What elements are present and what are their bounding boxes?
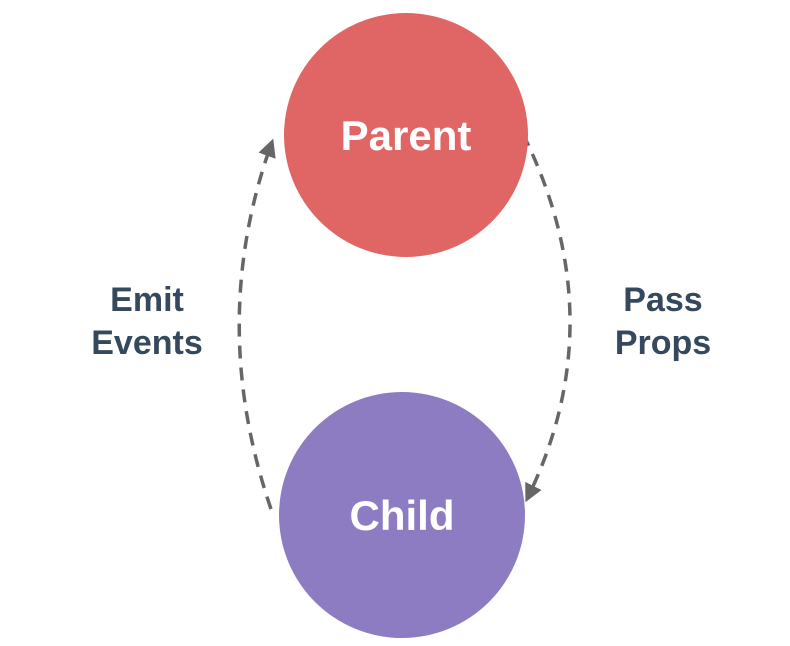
pass-props-arrow [521, 133, 572, 503]
emit-events-label: Emit Events [91, 281, 203, 362]
child-node-label: Child [350, 492, 455, 539]
emit-events-arrow [237, 138, 276, 510]
pass-props-label-line2: Props [615, 324, 711, 362]
pass-props-label: Pass Props [615, 281, 711, 362]
child-node-circle [279, 392, 525, 638]
pass-props-label-line1: Pass [623, 281, 702, 319]
parent-node-label: Parent [341, 112, 472, 159]
emit-events-label-line1: Emit [110, 281, 184, 319]
emit-events-label-line2: Events [91, 324, 203, 362]
parent-node-circle [284, 13, 528, 257]
